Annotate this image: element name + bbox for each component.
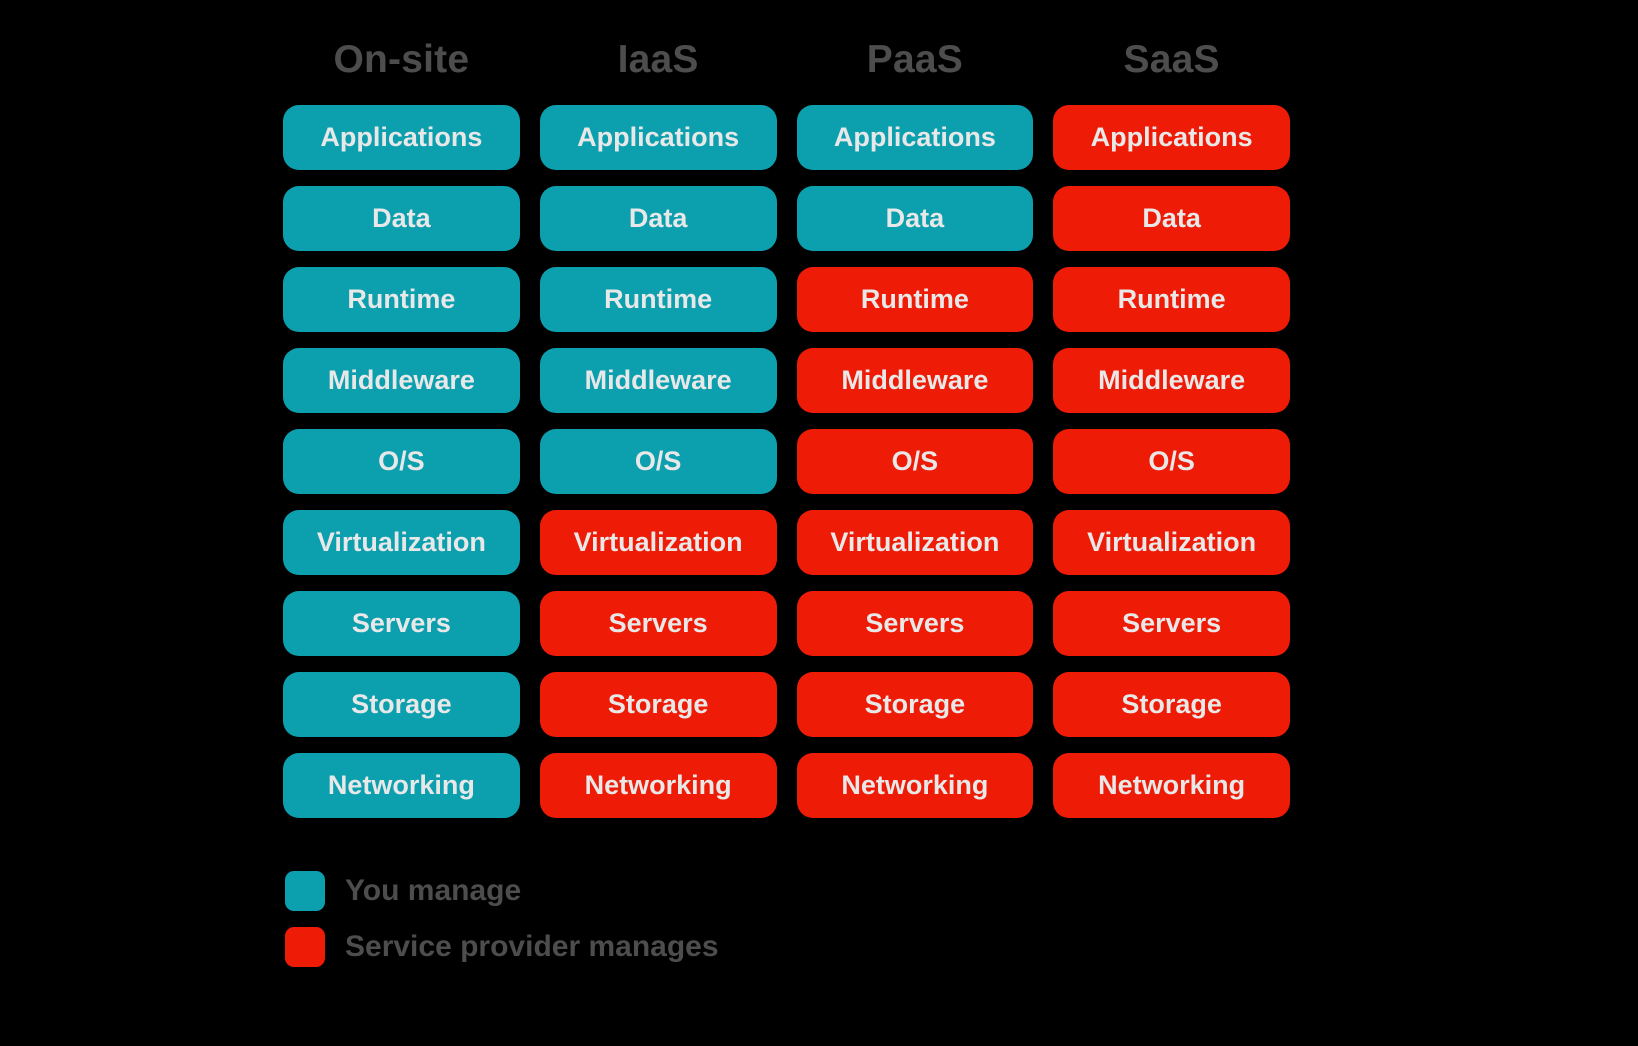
cell-paas-data[interactable]: Data [796, 186, 1034, 251]
cell-iaas-servers[interactable]: Servers [539, 591, 777, 656]
cell-saas-data[interactable]: Data [1053, 186, 1290, 251]
matrix-row: Runtime Runtime Runtime Runtime [283, 267, 1290, 332]
matrix-row: Virtualization Virtualization Virtualizati… [283, 510, 1290, 575]
cell-on-site-applications[interactable]: Applications [283, 105, 520, 170]
cell-on-site-runtime[interactable]: Runtime [283, 267, 520, 332]
cell-paas-storage[interactable]: Storage [796, 672, 1034, 737]
cell-on-site-middleware[interactable]: Middleware [283, 348, 520, 413]
cell-paas-middleware[interactable]: Middleware [796, 348, 1034, 413]
cell-paas-runtime[interactable]: Runtime [796, 267, 1034, 332]
cell-iaas-applications[interactable]: Applications [539, 105, 777, 170]
legend-label: You manage [345, 874, 522, 907]
cell-saas-runtime[interactable]: Runtime [1053, 267, 1290, 332]
cell-saas-servers[interactable]: Servers [1053, 591, 1290, 656]
legend-label: Service provider manages [345, 930, 719, 963]
cell-iaas-runtime[interactable]: Runtime [539, 267, 777, 332]
matrix-row: Servers Servers Servers Servers [283, 591, 1290, 656]
cell-paas-servers[interactable]: Servers [796, 591, 1034, 656]
cell-saas-middleware[interactable]: Middleware [1053, 348, 1290, 413]
column-header-iaas: IaaS [617, 37, 699, 81]
cell-saas-virtualization[interactable]: Virtualization [1053, 510, 1290, 575]
cell-saas-o-s[interactable]: O/S [1053, 429, 1290, 494]
cell-paas-virtualization[interactable]: Virtualization [796, 510, 1034, 575]
cell-iaas-virtualization[interactable]: Virtualization [539, 510, 777, 575]
cell-on-site-virtualization[interactable]: Virtualization [283, 510, 520, 575]
legend-item-you: You manage [285, 869, 719, 913]
cell-saas-storage[interactable]: Storage [1053, 672, 1290, 737]
cell-saas-networking[interactable]: Networking [1053, 753, 1290, 818]
column-header-paas: PaaS [866, 37, 963, 81]
cell-on-site-servers[interactable]: Servers [283, 591, 520, 656]
legend-swatch-you-icon [285, 871, 325, 911]
cell-iaas-storage[interactable]: Storage [539, 672, 777, 737]
column-header-row: On-site IaaS PaaS SaaS [283, 28, 1290, 90]
legend-item-provider: Service provider manages [285, 925, 719, 969]
cell-iaas-o-s[interactable]: O/S [539, 429, 777, 494]
cell-iaas-data[interactable]: Data [539, 186, 777, 251]
responsibility-matrix-grid: Applications Applications Applications Appl… [283, 105, 1290, 818]
cell-on-site-storage[interactable]: Storage [283, 672, 520, 737]
matrix-row: Storage Storage Storage Storage [283, 672, 1290, 737]
cell-on-site-networking[interactable]: Networking [283, 753, 520, 818]
column-header-saas: SaaS [1123, 37, 1220, 81]
matrix-row: Applications Applications Applications Appl… [283, 105, 1290, 170]
cell-paas-o-s[interactable]: O/S [796, 429, 1034, 494]
cell-iaas-middleware[interactable]: Middleware [539, 348, 777, 413]
cell-paas-applications[interactable]: Applications [796, 105, 1034, 170]
matrix-row: Data Data Data Data [283, 186, 1290, 251]
cell-iaas-networking[interactable]: Networking [539, 753, 777, 818]
legend-swatch-provider-icon [285, 927, 325, 967]
matrix-row: Middleware Middleware Middleware Middleware [283, 348, 1290, 413]
cell-on-site-data[interactable]: Data [283, 186, 520, 251]
cell-on-site-o-s[interactable]: O/S [283, 429, 520, 494]
cell-saas-applications[interactable]: Applications [1053, 105, 1290, 170]
cell-paas-networking[interactable]: Networking [796, 753, 1034, 818]
column-header-on-site: On-site [333, 37, 470, 81]
matrix-row: Networking Networking Networking Networking [283, 753, 1290, 818]
matrix-row: O/S O/S O/S O/S [283, 429, 1290, 494]
